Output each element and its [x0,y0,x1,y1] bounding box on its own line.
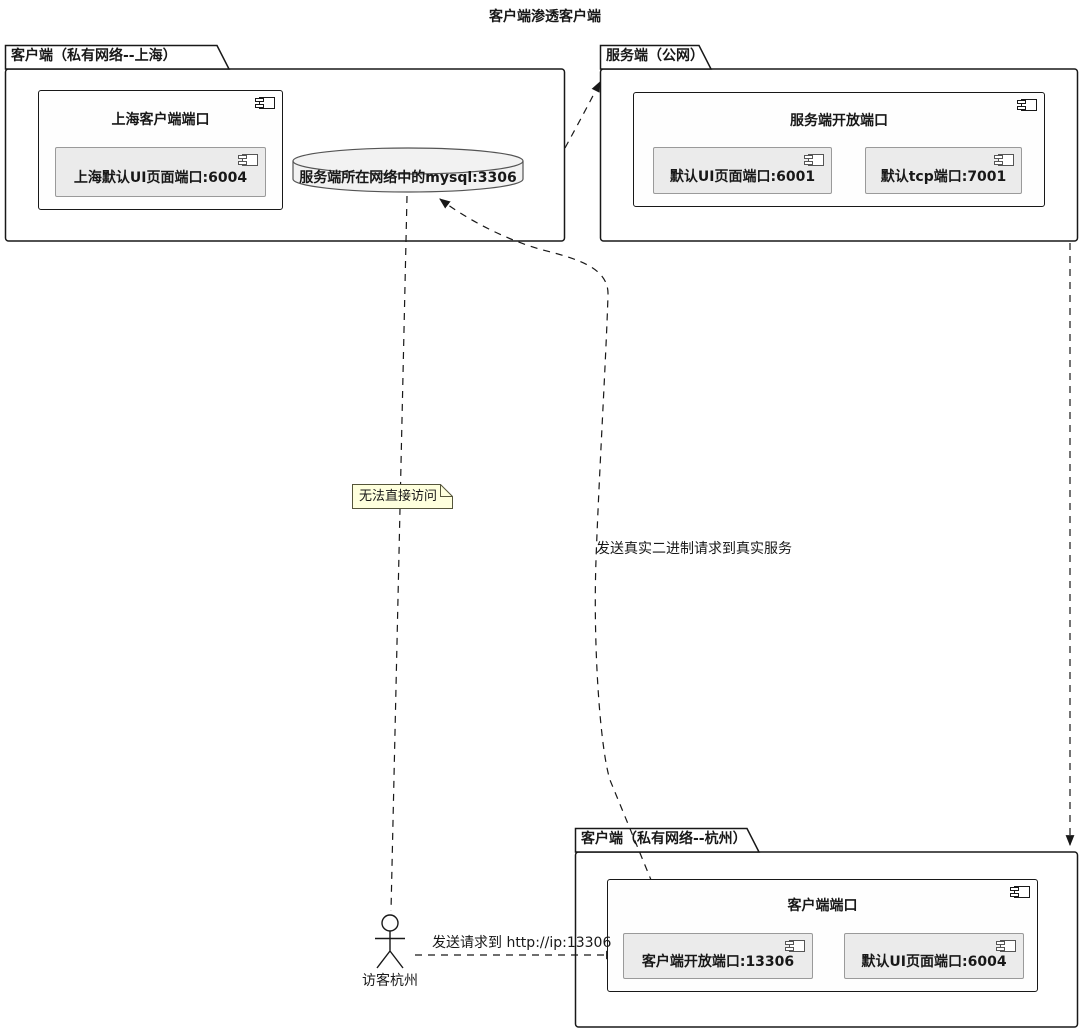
package-shanghai-title: 客户端（私有网络--上海） [11,48,177,64]
edge-shanghai-to-server [564,81,601,149]
component-shanghai-ports: 上海客户端端口 上海默认UI页面端口:6004 [38,90,283,210]
port-shanghai-ui-6004: 上海默认UI页面端口:6004 [55,147,266,197]
actor-visitor-label: 访客杭州 [362,973,418,989]
component-icon [804,154,824,166]
component-icon [1017,99,1037,111]
diagram-title: 客户端渗透客户端 [489,9,601,25]
component-server-ports: 服务端开放端口 默认UI页面端口:6001 默认tcp端口:7001 [633,92,1045,207]
package-hangzhou-title: 客户端（私有网络--杭州） [581,831,747,847]
package-server-title: 服务端（公网） [606,48,704,64]
component-shanghai-ports-title: 上海客户端端口 [111,112,210,128]
component-hangzhou-ports: 客户端端口 客户端开放端口:13306 默认UI页面端口:6004 [607,879,1038,992]
edge-request-label: 发送请求到 http://ip:13306 [432,935,612,951]
edge-binary-label: 发送真实二进制请求到真实服务 [596,541,792,557]
component-icon [996,940,1016,952]
port-hangzhou-open-13306: 客户端开放端口:13306 [623,933,813,979]
component-icon [238,154,258,166]
port-label: 默认UI页面端口:6004 [861,954,1007,970]
note-cannot-access-text: 无法直接访问 [359,489,438,504]
port-label: 上海默认UI页面端口:6004 [73,170,248,186]
component-server-ports-title: 服务端开放端口 [790,113,888,129]
component-icon [994,154,1014,166]
port-hangzhou-ui-6004: 默认UI页面端口:6004 [844,933,1024,979]
port-server-ui-6001: 默认UI页面端口:6001 [653,147,832,194]
component-icon [1010,886,1030,898]
port-server-tcp-7001: 默认tcp端口:7001 [865,147,1022,194]
database-mysql-shape [292,147,524,193]
component-icon [785,940,805,952]
edge-visitor-to-mysql [390,195,408,912]
note-cannot-access-shape [352,484,453,509]
port-label: 客户端开放端口:13306 [641,954,795,970]
edge-hangzhou-to-mysql [439,198,673,932]
port-label: 默认UI页面端口:6001 [669,168,816,185]
component-hangzhou-ports-title: 客户端端口 [787,898,858,914]
database-mysql-label: 服务端所在网络中的mysql:3306 [299,170,517,186]
port-label: 默认tcp端口:7001 [880,168,1007,185]
actor-visitor-figure [375,914,405,969]
component-icon [255,97,275,109]
